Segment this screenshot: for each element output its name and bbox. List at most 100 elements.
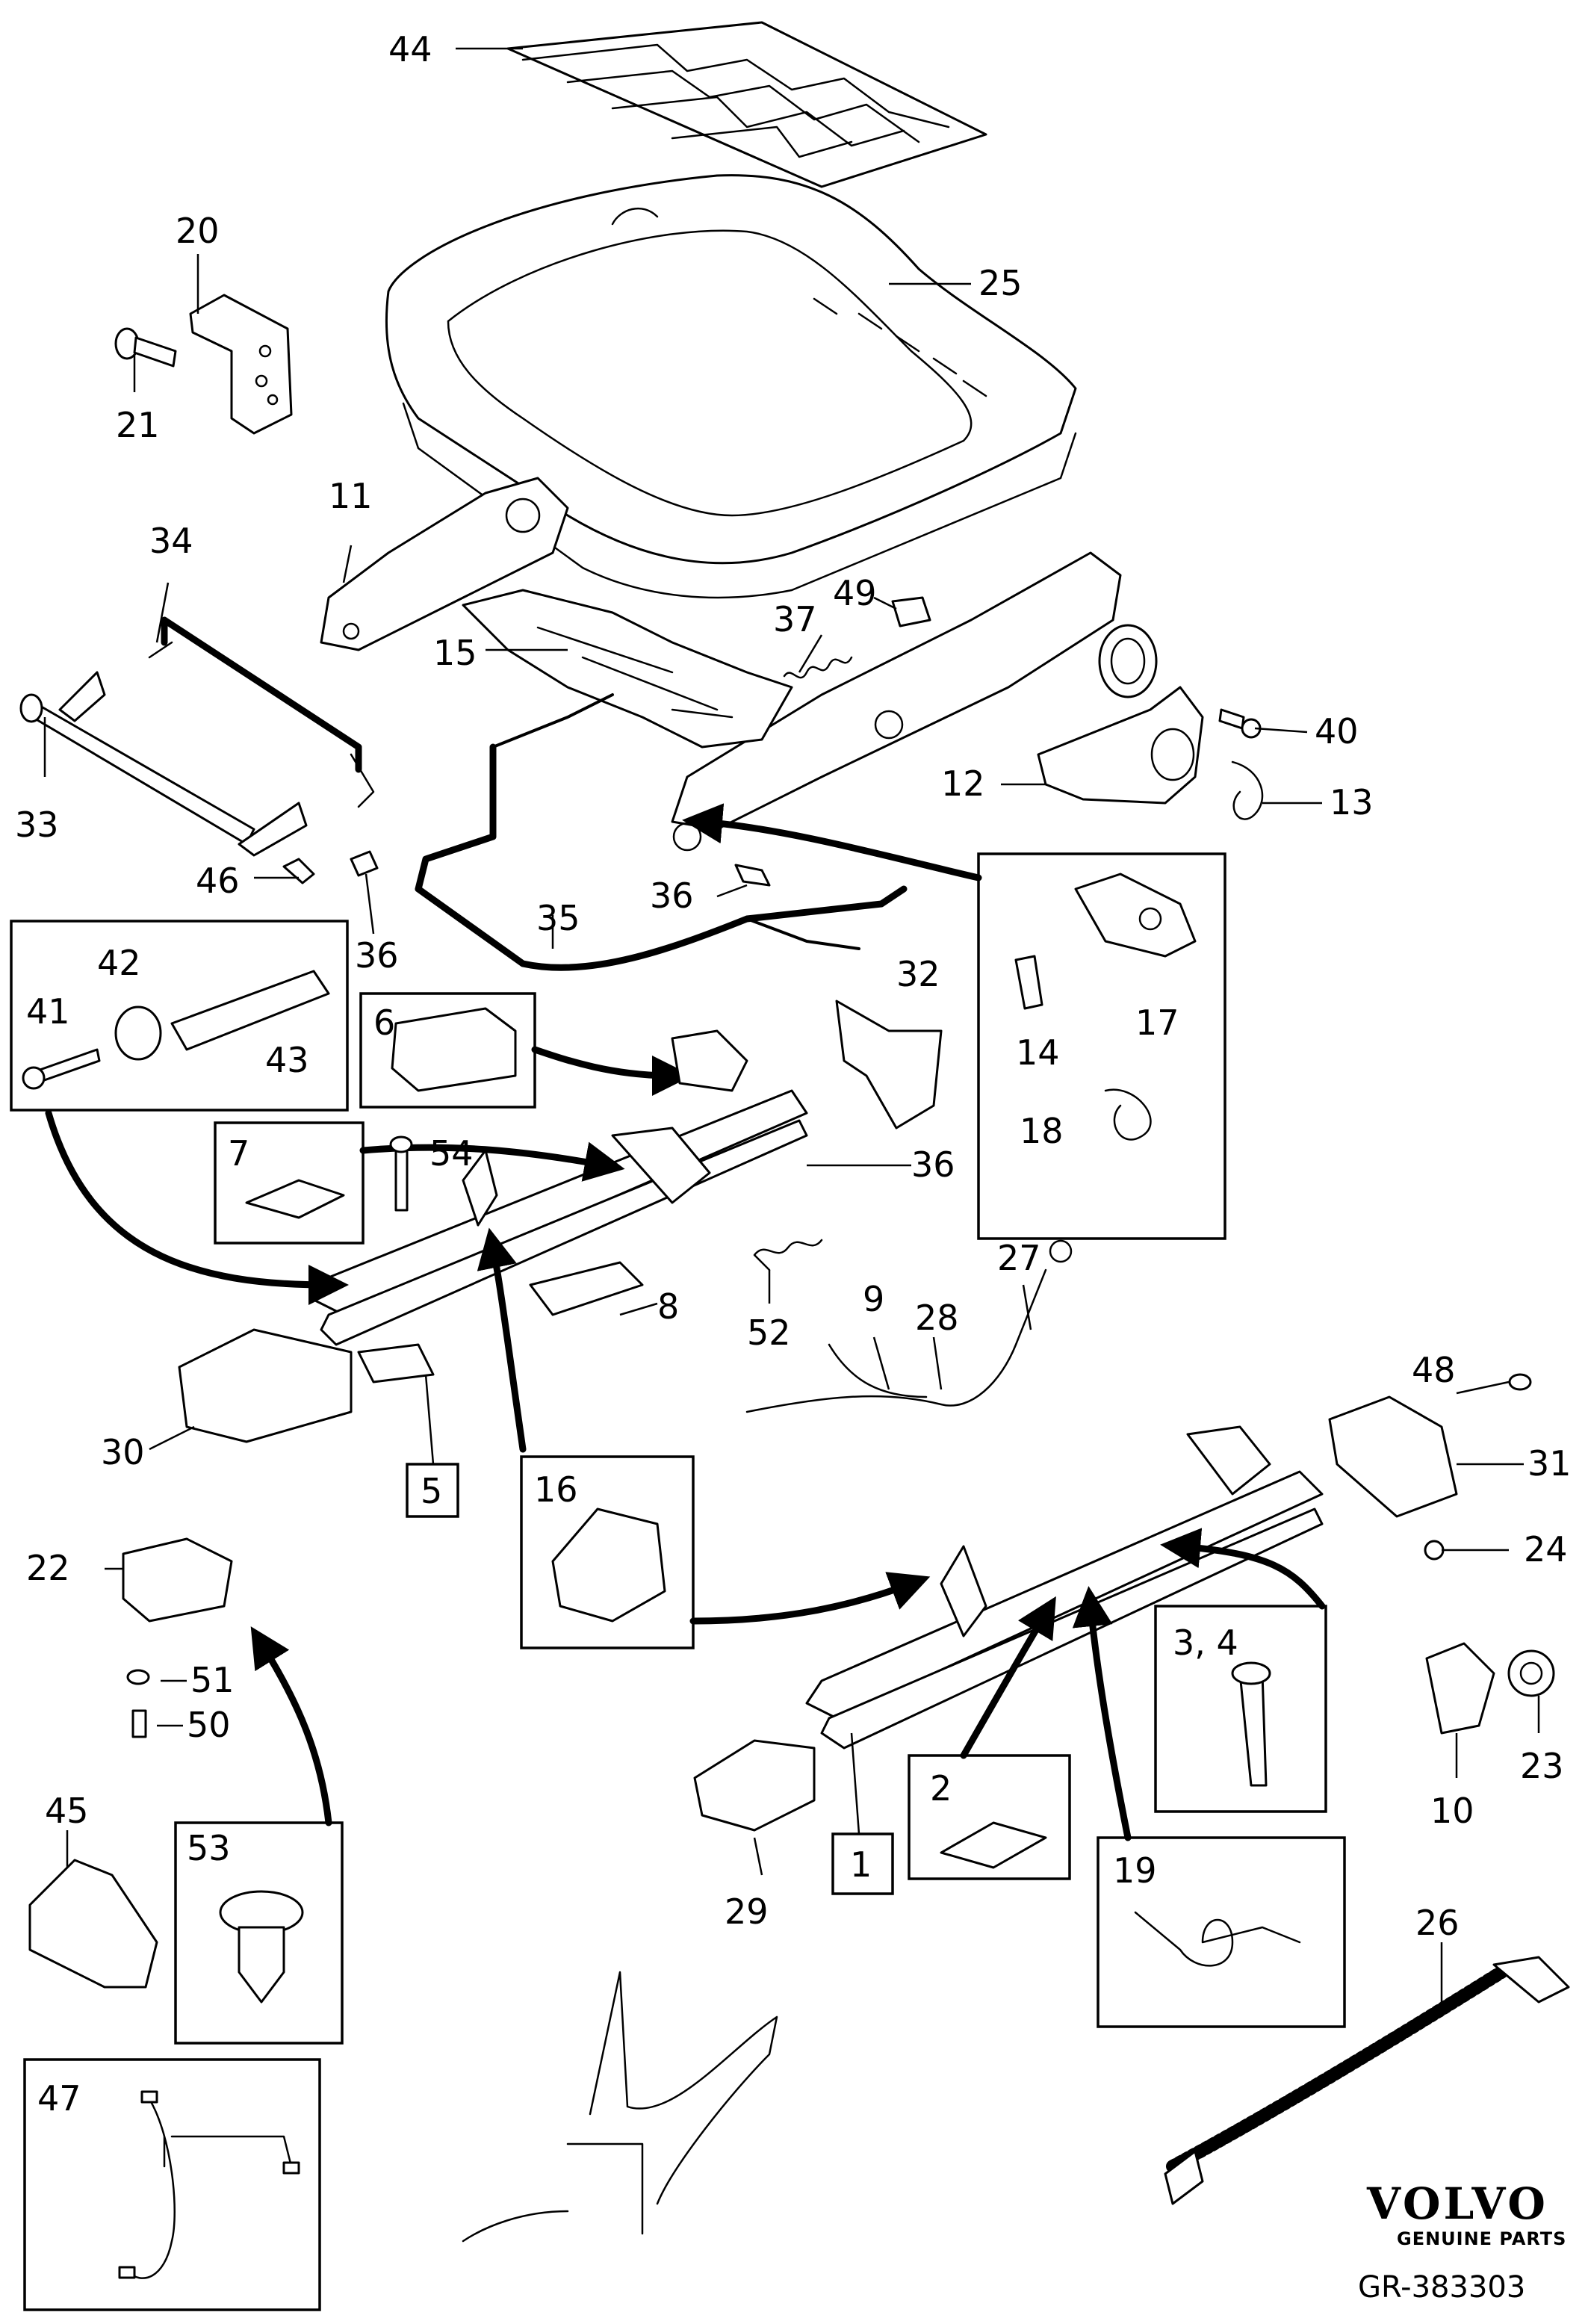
- part-12-recliner: [1037, 686, 1204, 805]
- callout-36-c: 36: [911, 1144, 955, 1185]
- callout-1: 1: [850, 1844, 872, 1885]
- callout-16: 16: [534, 1469, 578, 1510]
- part-35-rod: [415, 693, 908, 971]
- callout-50: 50: [187, 1705, 231, 1745]
- callout-12: 12: [941, 763, 985, 804]
- callout-47: 47: [37, 2078, 81, 2119]
- part-24-screw: [1424, 1540, 1445, 1561]
- callout-44: 44: [388, 29, 432, 69]
- callout-20: 20: [176, 211, 220, 251]
- callout-22: 22: [26, 1548, 70, 1588]
- callout-8: 8: [657, 1286, 679, 1327]
- callout-32: 32: [896, 954, 940, 994]
- part-50-bolt: [131, 1709, 147, 1738]
- callout-43: 43: [265, 1040, 309, 1080]
- part-22-sensor: [122, 1537, 233, 1623]
- part-52-spring: [753, 1239, 823, 1271]
- arrow-16-up: [477, 1227, 527, 1453]
- callout-29: 29: [725, 1891, 769, 1932]
- arrow-16-right: [689, 1572, 931, 1625]
- ref-box-1: [831, 1832, 894, 1895]
- callout-41: 41: [26, 991, 70, 1032]
- background-seat-belt: [462, 1971, 778, 2243]
- detail-box-19: [1097, 1836, 1346, 2028]
- detail-box-2: [908, 1754, 1071, 1880]
- part-10-lever: [1425, 1642, 1495, 1735]
- callout-23: 23: [1520, 1746, 1564, 1786]
- callout-9: 9: [863, 1279, 884, 1319]
- callout-25: 25: [978, 263, 1023, 303]
- callout-54: 54: [429, 1133, 474, 1174]
- callout-27: 27: [997, 1238, 1041, 1278]
- callout-3-4: 3, 4: [1173, 1623, 1238, 1663]
- callout-14: 14: [1016, 1032, 1060, 1073]
- callout-37: 37: [773, 599, 817, 639]
- callout-5: 5: [421, 1471, 442, 1511]
- arrow-6: [531, 1046, 692, 1096]
- callout-21: 21: [116, 405, 160, 445]
- part-37-spring: [783, 656, 853, 679]
- arrow-53: [250, 1626, 332, 1826]
- part-48-screw: [1508, 1373, 1532, 1391]
- part-33-tube: [19, 671, 308, 857]
- callout-35: 35: [536, 898, 580, 938]
- callout-7: 7: [228, 1133, 249, 1174]
- brand-tagline: GENUINE PARTS: [1397, 2228, 1566, 2249]
- part-11-side-member: [320, 477, 569, 651]
- reference-code: GR-383303: [1358, 2270, 1525, 2305]
- callout-19: 19: [1113, 1850, 1157, 1891]
- part-34-torsion-bar: [148, 616, 375, 808]
- callout-17: 17: [1135, 1003, 1179, 1043]
- callout-labels: 44 20 25 21 11 34 49 37 15 40 12 13 33 4…: [15, 29, 1572, 2119]
- detail-box-7: [214, 1121, 365, 1245]
- leader-lines: [43, 47, 1540, 2017]
- callout-53: 53: [187, 1828, 231, 1868]
- part-45-module: [28, 1859, 158, 1989]
- callout-36-b: 36: [650, 876, 694, 916]
- part-12-side-member: [671, 551, 1158, 852]
- callout-46: 46: [196, 861, 240, 901]
- detail-box-53: [174, 1821, 344, 2045]
- part-29-cover: [693, 1739, 816, 1832]
- callout-15: 15: [433, 633, 477, 673]
- callout-40: 40: [1315, 711, 1359, 752]
- callout-36-a: 36: [355, 935, 399, 976]
- part-25-seat-frame: [385, 174, 1077, 599]
- brand-block: VOLVO GENUINE PARTS GR-383303: [1358, 2178, 1566, 2305]
- detail-box-3-4: [1154, 1605, 1327, 1813]
- callout-10: 10: [1430, 1791, 1474, 1831]
- callout-49: 49: [833, 573, 877, 613]
- part-8-bracket: [529, 1261, 644, 1316]
- callout-34: 34: [149, 521, 193, 561]
- part-26-cable: [1164, 1956, 1570, 2205]
- callout-6: 6: [373, 1003, 395, 1043]
- ref-box-5: [406, 1463, 459, 1518]
- part-32-cover: [835, 1000, 943, 1130]
- part-46-bolt: [282, 858, 315, 884]
- callout-24: 24: [1524, 1529, 1568, 1570]
- callout-28: 28: [915, 1298, 959, 1338]
- callout-26: 26: [1415, 1903, 1460, 1943]
- part-23-spring: [1507, 1649, 1555, 1697]
- part-40-bolt: [1218, 708, 1262, 739]
- part-30-cover: [178, 1328, 353, 1443]
- callout-30: 30: [101, 1432, 145, 1472]
- detail-box-41-43: [10, 920, 349, 1112]
- part-36-bolt-a: [350, 850, 379, 877]
- part-36-bolt-b: [734, 864, 771, 887]
- callout-52: 52: [747, 1313, 791, 1353]
- part-20-bracket: [189, 294, 293, 435]
- part-44-spring-mat: [506, 21, 987, 188]
- callout-33: 33: [15, 805, 59, 845]
- detail-box-6: [359, 992, 536, 1109]
- part-31-cover: [1328, 1395, 1458, 1518]
- arrow-41-43: [45, 1109, 349, 1305]
- detail-box-14-18: [977, 852, 1226, 1240]
- detail-box-16: [520, 1455, 695, 1649]
- callout-2: 2: [930, 1768, 952, 1809]
- callout-45: 45: [45, 1791, 89, 1831]
- arrow-3-4: [1160, 1528, 1326, 1610]
- volvo-logo: VOLVO: [1366, 2178, 1548, 2229]
- part-49-nut: [891, 596, 931, 628]
